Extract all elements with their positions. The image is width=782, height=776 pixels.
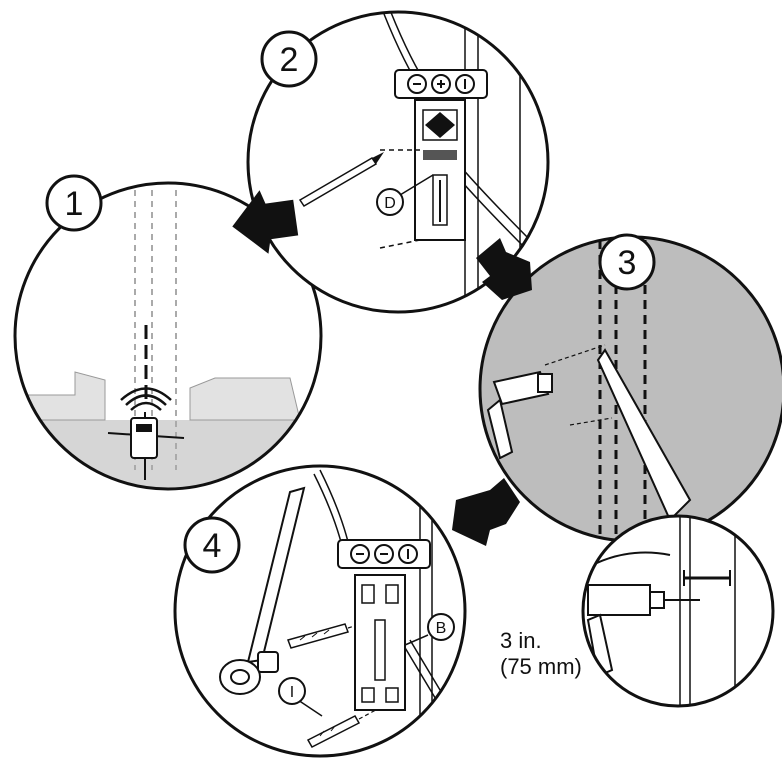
step-2-panel: D 2 <box>246 10 550 314</box>
stud-finder-icon <box>130 417 158 459</box>
step-4-panel: B I 4 <box>173 464 467 758</box>
detail-frame <box>581 514 775 708</box>
step-2-frame <box>246 10 550 314</box>
step-1-badge: 1 <box>45 174 103 232</box>
ratchet-wrench-icon <box>219 486 306 695</box>
step-3-number: 3 <box>618 244 637 282</box>
step-4-badge: 4 <box>183 516 241 574</box>
part-i-label: I <box>290 684 294 701</box>
step-1-frame <box>13 181 323 491</box>
step-4-number: 4 <box>203 527 222 565</box>
drill-detail-icon <box>586 584 700 678</box>
measurement-imperial: 3 in. <box>500 628 542 653</box>
arrow-2-to-3 <box>476 238 532 300</box>
step-4-frame <box>173 464 467 758</box>
detail-zoom-panel <box>581 514 775 708</box>
level-step-4-icon <box>337 539 431 569</box>
bracket-icon <box>379 99 466 249</box>
part-i-callout: I <box>278 677 323 717</box>
step-2-badge: 2 <box>260 30 318 88</box>
measurement-metric: (75 mm) <box>500 654 582 679</box>
pencil-icon <box>298 152 384 208</box>
part-d-callout: D <box>376 188 404 216</box>
part-b-label: B <box>436 620 447 637</box>
part-b-callout: B <box>427 613 455 641</box>
step-1-number: 1 <box>65 185 84 223</box>
step-3-badge: 3 <box>598 233 656 291</box>
level-icon <box>394 69 488 99</box>
part-d-label: D <box>384 195 396 212</box>
arrow-3-to-4 <box>452 478 520 546</box>
detail-scene <box>583 516 736 706</box>
measurement-callout: 3 in. (75 mm) <box>500 628 582 680</box>
arrow-1-to-2 <box>232 190 299 254</box>
wall-bracket-icon <box>354 574 429 711</box>
drill-icon <box>486 370 553 460</box>
step-2-number: 2 <box>280 41 299 79</box>
